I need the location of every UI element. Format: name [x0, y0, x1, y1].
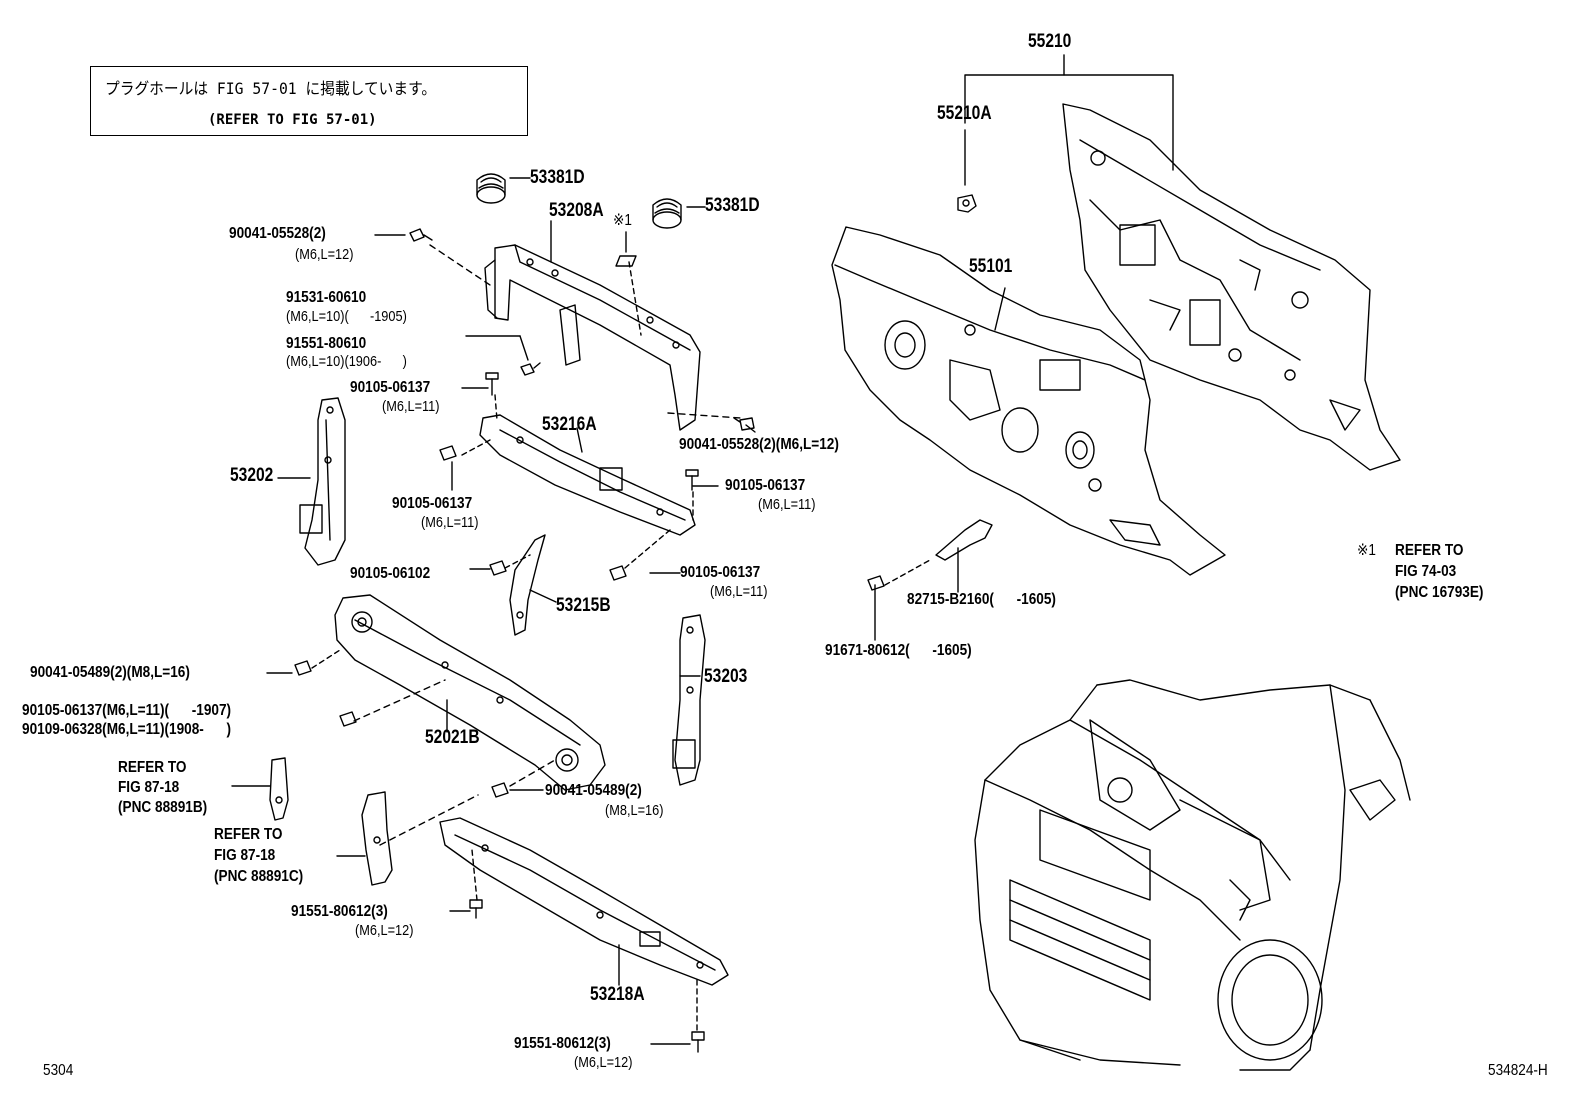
- bracket-53215B: [509, 534, 546, 636]
- bracket-88891C: [361, 791, 393, 886]
- cushion-53381D-a: [476, 173, 506, 204]
- label-91551-80612-b-sub: (M6,L=12): [574, 1054, 633, 1071]
- label-refer-88891C-2: FIG 87-18: [214, 847, 276, 864]
- label-90105-06137-b-sub: (M6,L=11): [421, 514, 479, 531]
- label-90041-05489-b-sub: (M8,L=16): [605, 802, 664, 819]
- leader-lines: [231, 54, 1174, 1045]
- support-53208A: [484, 244, 701, 431]
- footer-right-code: 534824-H: [1488, 1062, 1548, 1079]
- label-91531-60610: 91531-60610: [286, 289, 367, 306]
- label-90105-06102: 90105-06102: [350, 565, 431, 582]
- label-refer-16793E-3: (PNC 16793E): [1395, 584, 1484, 601]
- footer-left-code: 5304: [43, 1062, 74, 1079]
- label-91551-80612-a: 91551-80612(3): [291, 903, 388, 920]
- label-52021B: 52021B: [425, 727, 480, 748]
- label-90041-05528-a-sub: (M6,L=12): [295, 246, 354, 263]
- label-90105-06137-d-sub: (M6,L=11): [710, 583, 768, 600]
- label-90109-06328: 90109-06328(M6,L=11)(1908- ): [22, 721, 232, 738]
- label-90105-06137-c-sub: (M6,L=11): [758, 496, 816, 513]
- label-refer-88891B-3: (PNC 88891B): [118, 799, 208, 816]
- note-line-2: (REFER TO FIG 57-01): [208, 112, 377, 128]
- cushion-53381D-b: [652, 198, 682, 229]
- label-53203: 53203: [704, 666, 748, 687]
- note-line-1: プラグホールは FIG 57-01 に掲載しています。: [105, 79, 437, 98]
- label-90105-06137-b: 90105-06137: [392, 495, 473, 512]
- label-55101: 55101: [969, 256, 1013, 277]
- label-91551-80610: 91551-80610: [286, 335, 367, 352]
- label-55210A: 55210A: [937, 103, 992, 124]
- label-90041-05528-b: 90041-05528(2)(M6,L=12): [679, 436, 839, 453]
- dash-insulator-55101: [831, 226, 1226, 576]
- support-53218A: [439, 817, 729, 986]
- label-refer-88891C-3: (PNC 88891C): [214, 868, 304, 885]
- label-90105-06137-c: 90105-06137: [725, 477, 806, 494]
- bracket-82715: [935, 519, 993, 561]
- dash-silencer-55210: [1062, 103, 1401, 471]
- label-refer-16793E-1: REFER TO: [1395, 542, 1464, 559]
- label-53202: 53202: [230, 465, 274, 486]
- label-90105-06137-a-sub: (M6,L=11): [382, 398, 440, 415]
- label-53216A: 53216A: [542, 414, 597, 435]
- label-91531-60610-sub: (M6,L=10)( -1905): [286, 308, 407, 325]
- label-53381D-a: 53381D: [530, 167, 585, 188]
- label-91671-80612: 91671-80612( -1605): [825, 642, 972, 659]
- label-90041-05489-b: 90041-05489(2): [545, 782, 642, 799]
- label-refer-88891B-2: FIG 87-18: [118, 779, 180, 796]
- support-53203: [672, 614, 706, 786]
- label-55210: 55210: [1028, 31, 1072, 52]
- note-box: [90, 66, 528, 136]
- label-53218A: 53218A: [590, 984, 645, 1005]
- vehicle-front-view: [974, 679, 1411, 1071]
- label-90105-06137-e: 90105-06137(M6,L=11)( -1907): [22, 702, 232, 719]
- label-53381D-b: 53381D: [705, 195, 760, 216]
- label-91551-80612-b: 91551-80612(3): [514, 1035, 611, 1052]
- label-90041-05489-a: 90041-05489(2)(M8,L=16): [30, 664, 190, 681]
- label-90041-05528-a: 90041-05528(2): [229, 225, 326, 242]
- label-mark1: ※1: [613, 212, 632, 229]
- label-91551-80610-sub: (M6,L=10)(1906- ): [286, 353, 407, 370]
- label-90105-06137-d: 90105-06137: [680, 564, 761, 581]
- support-53216A: [479, 414, 696, 536]
- label-refer-88891C-1: REFER TO: [214, 826, 283, 843]
- bracket-88891B: [269, 757, 289, 821]
- support-53202: [299, 397, 346, 566]
- clip-55210A: [957, 194, 977, 213]
- label-refer-16793E-2: FIG 74-03: [1395, 563, 1457, 580]
- label-53215B: 53215B: [556, 595, 611, 616]
- label-82715-B2160: 82715-B2160( -1605): [907, 591, 1056, 608]
- bolts-upper: [409, 228, 755, 431]
- crossmember-52021B: [334, 594, 606, 791]
- label-90105-06137-a: 90105-06137: [350, 379, 431, 396]
- mark1-part: [615, 255, 637, 267]
- label-91551-80612-a-sub: (M6,L=12): [355, 922, 414, 939]
- bolts-middle: [294, 445, 885, 1053]
- label-53208A: 53208A: [549, 200, 604, 221]
- label-refer-88891B-1: REFER TO: [118, 759, 187, 776]
- label-refer-16793E-mark: ※1: [1357, 542, 1376, 559]
